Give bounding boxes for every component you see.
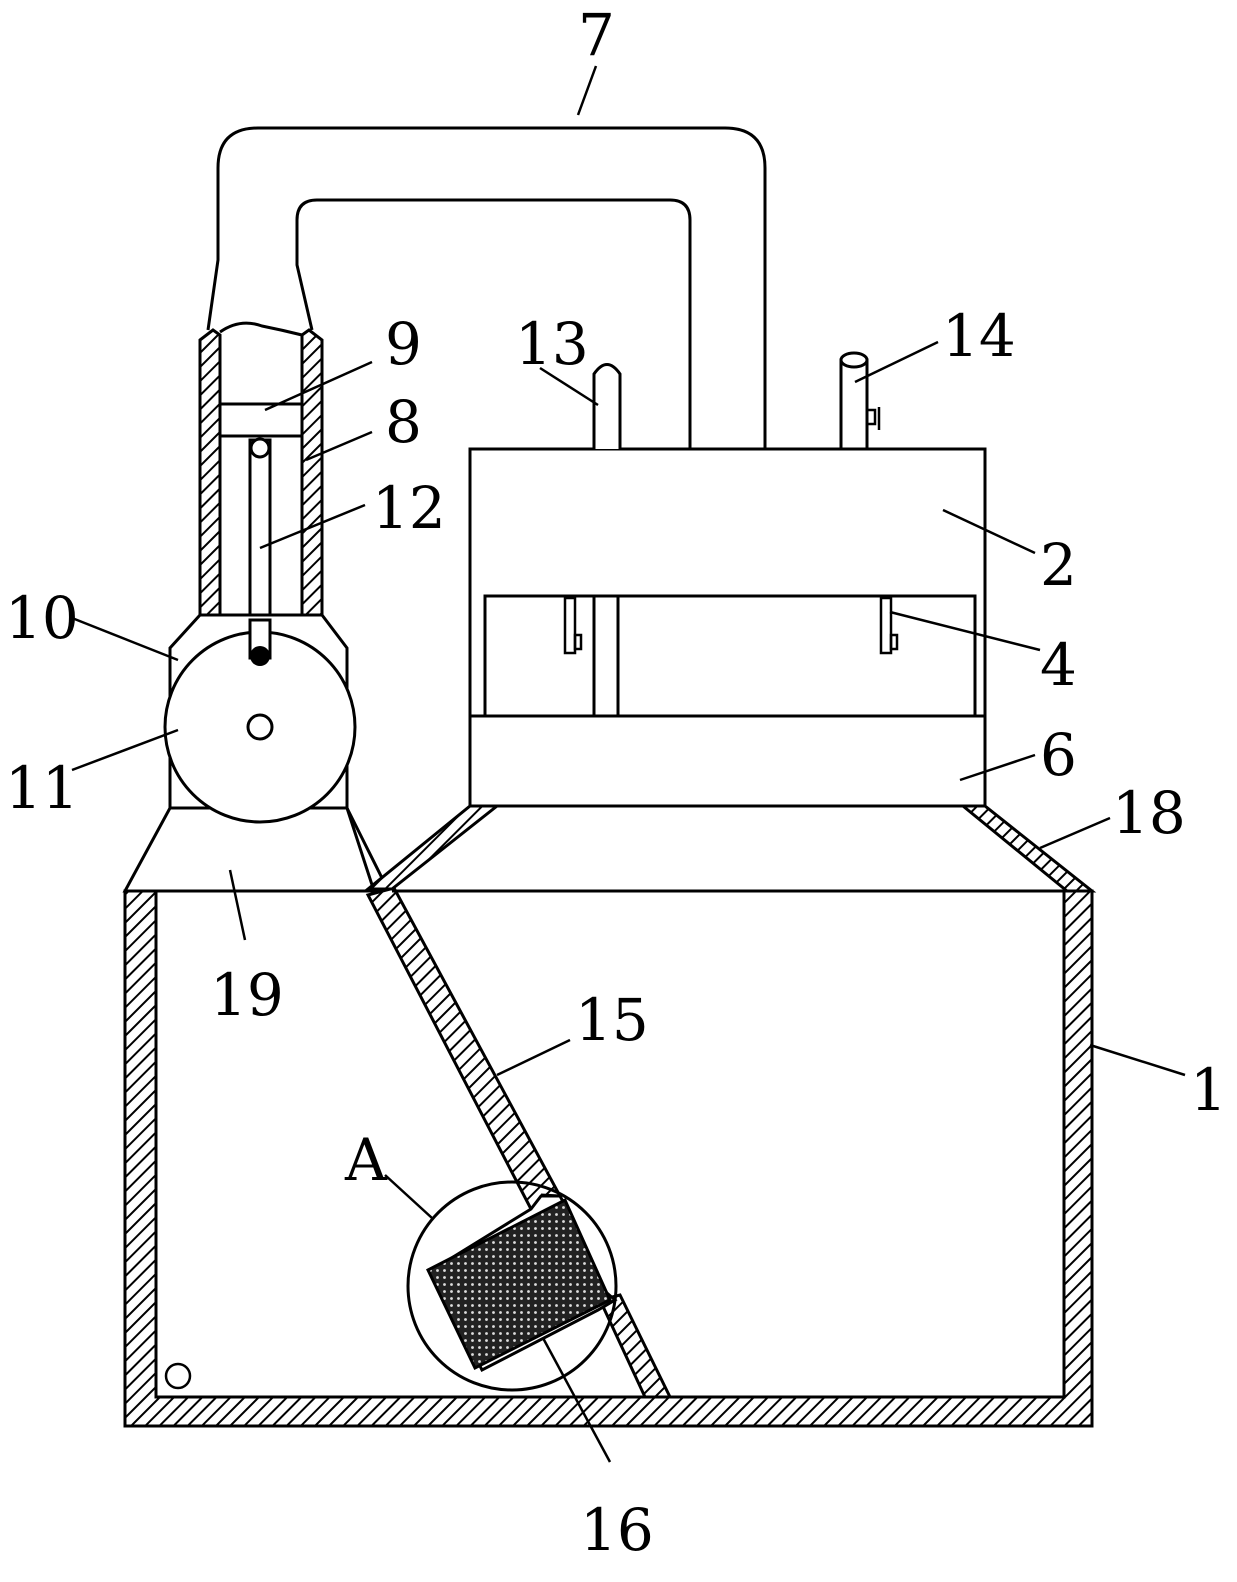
piston <box>218 402 304 438</box>
label-19: 19 <box>210 961 284 1029</box>
label-2: 2 <box>1040 531 1077 599</box>
clamp-left <box>563 596 577 655</box>
leader-lines <box>71 65 1186 1463</box>
label-1: 1 <box>1190 1056 1227 1124</box>
label-15: 15 <box>575 986 649 1054</box>
press-box <box>468 447 987 808</box>
label-4: 4 <box>1040 631 1077 699</box>
detail-a <box>406 1180 618 1392</box>
feed-hopper <box>122 806 377 893</box>
label-18: 18 <box>1112 779 1186 847</box>
label-7: 7 <box>578 1 615 69</box>
label-16: 16 <box>580 1496 654 1564</box>
inlet-pipe <box>592 363 622 449</box>
label-6: 6 <box>1040 721 1077 789</box>
label-9: 9 <box>385 310 422 378</box>
drain-hole-icon <box>164 1362 192 1390</box>
label-10: 10 <box>5 584 79 652</box>
label-11: 11 <box>5 754 79 822</box>
filter-mesh <box>426 1197 612 1371</box>
label-13: 13 <box>515 310 589 378</box>
label-8: 8 <box>385 388 422 456</box>
label-14: 14 <box>942 302 1016 370</box>
label-a: A <box>344 1126 388 1194</box>
outlet-pipe <box>839 351 881 451</box>
motor-housing <box>163 613 357 824</box>
cylinder <box>198 321 324 617</box>
label-12: 12 <box>372 474 446 542</box>
duct <box>206 126 767 449</box>
sloped-shroud <box>363 804 1097 893</box>
clamp-right <box>879 596 893 655</box>
